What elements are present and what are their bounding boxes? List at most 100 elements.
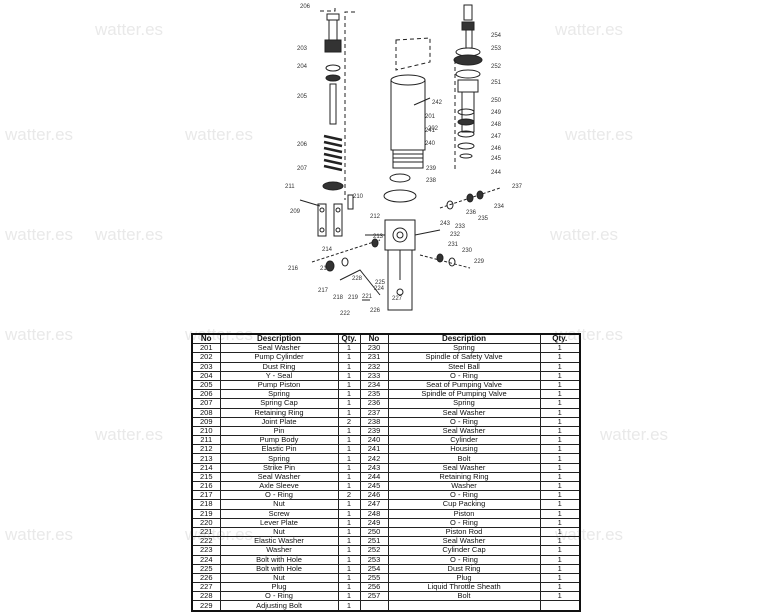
part-number: 207	[191, 398, 221, 409]
part-number: 221	[191, 526, 221, 538]
part-number: 252	[359, 545, 389, 556]
part-description: Spindle of Pumping Valve	[387, 389, 541, 400]
header-description-right: Description	[387, 333, 541, 345]
header-no-left: No	[191, 333, 221, 345]
part-qty: 1	[539, 563, 581, 574]
part-qty: 1	[539, 490, 581, 501]
callout-label: 230	[462, 248, 473, 254]
part-number: 240	[359, 435, 389, 446]
part-number: 226	[191, 572, 221, 584]
callout-label: 246	[491, 146, 502, 152]
part-qty: 1	[337, 526, 361, 538]
part-description: O - Ring	[219, 591, 339, 602]
header-qty-left: Qty.	[337, 333, 361, 345]
pump-piston-assembly	[320, 5, 355, 200]
callout-label: 237	[512, 184, 523, 190]
callout-label: 219	[348, 295, 359, 301]
part-number: 204	[191, 370, 221, 381]
part-description: Cup Packing	[387, 499, 541, 510]
part-number: 247	[359, 499, 389, 510]
callout-label: 204	[297, 64, 308, 70]
part-number: 257	[359, 591, 389, 602]
part-number: 241	[359, 444, 389, 455]
part-description: Piston Rod	[387, 526, 541, 538]
watermark-text: watter.es	[5, 325, 74, 344]
callout-label: 218	[333, 295, 344, 301]
part-number: 256	[359, 582, 389, 593]
part-number: 235	[359, 389, 389, 400]
part-description: Axle Sleeve	[219, 480, 339, 492]
lever-and-joint-plates	[299, 194, 354, 237]
part-number: 223	[191, 545, 221, 556]
part-qty: 1	[337, 563, 361, 574]
part-number: 216	[191, 480, 221, 492]
part-qty: 1	[337, 471, 361, 483]
part-number: 203	[191, 361, 221, 372]
callout-label: 215	[320, 266, 331, 272]
part-description: Dust Ring	[219, 361, 339, 372]
part-description: Screw	[219, 508, 339, 519]
callout-label: 207	[297, 166, 308, 172]
cylinder-assembly	[383, 37, 431, 203]
part-qty: 1	[337, 582, 361, 593]
part-description: Nut	[219, 572, 339, 584]
part-number: 245	[359, 480, 389, 492]
part-description: Bolt with Hole	[219, 563, 339, 574]
header-qty-right: Qty.	[539, 333, 581, 345]
part-number: 227	[191, 582, 221, 593]
part-description: O - Ring	[387, 370, 541, 381]
callout-label: 201	[425, 114, 436, 120]
part-number: 209	[191, 416, 221, 427]
part-description: Spindle of Safety Valve	[387, 352, 541, 363]
part-description: Spring Cap	[219, 398, 339, 409]
part-qty: 1	[539, 444, 581, 455]
callout-label: 213	[373, 234, 384, 240]
part-qty: 1	[539, 508, 581, 519]
part-qty: 1	[539, 462, 581, 473]
valve-parts	[311, 187, 501, 301]
table-header-row: No Description Qty. No Description Qty.	[191, 333, 581, 345]
part-number: 246	[359, 490, 389, 501]
callout-label: 205	[297, 94, 308, 100]
part-qty: 1	[539, 379, 581, 391]
part-description: Y - Seal	[219, 370, 339, 381]
part-description: Steel Ball	[387, 361, 541, 372]
callout-label: 240	[425, 141, 436, 147]
part-description: Pin	[219, 425, 339, 437]
callout-label: 206	[297, 142, 308, 148]
part-description: Bolt with Hole	[219, 554, 339, 565]
part-number: 254	[359, 563, 389, 574]
part-number: 222	[191, 536, 221, 547]
part-number: 255	[359, 572, 389, 584]
part-number: 205	[191, 379, 221, 391]
part-qty: 1	[337, 370, 361, 381]
part-number: 220	[191, 517, 221, 528]
part-number: 238	[359, 416, 389, 427]
part-number: 201	[191, 343, 221, 354]
part-qty: 1	[539, 425, 581, 437]
part-description: Retaining Ring	[387, 471, 541, 483]
part-description: Bolt	[387, 591, 541, 602]
part-description: Spring	[387, 398, 541, 409]
part-number: 213	[191, 453, 221, 464]
part-description: O - Ring	[387, 490, 541, 501]
part-qty: 1	[539, 591, 581, 602]
part-description: Cylinder Cap	[387, 545, 541, 556]
callout-label: 241	[425, 128, 436, 134]
part-number: 251	[359, 536, 389, 547]
part-description: O - Ring	[387, 554, 541, 565]
part-number: 218	[191, 499, 221, 510]
